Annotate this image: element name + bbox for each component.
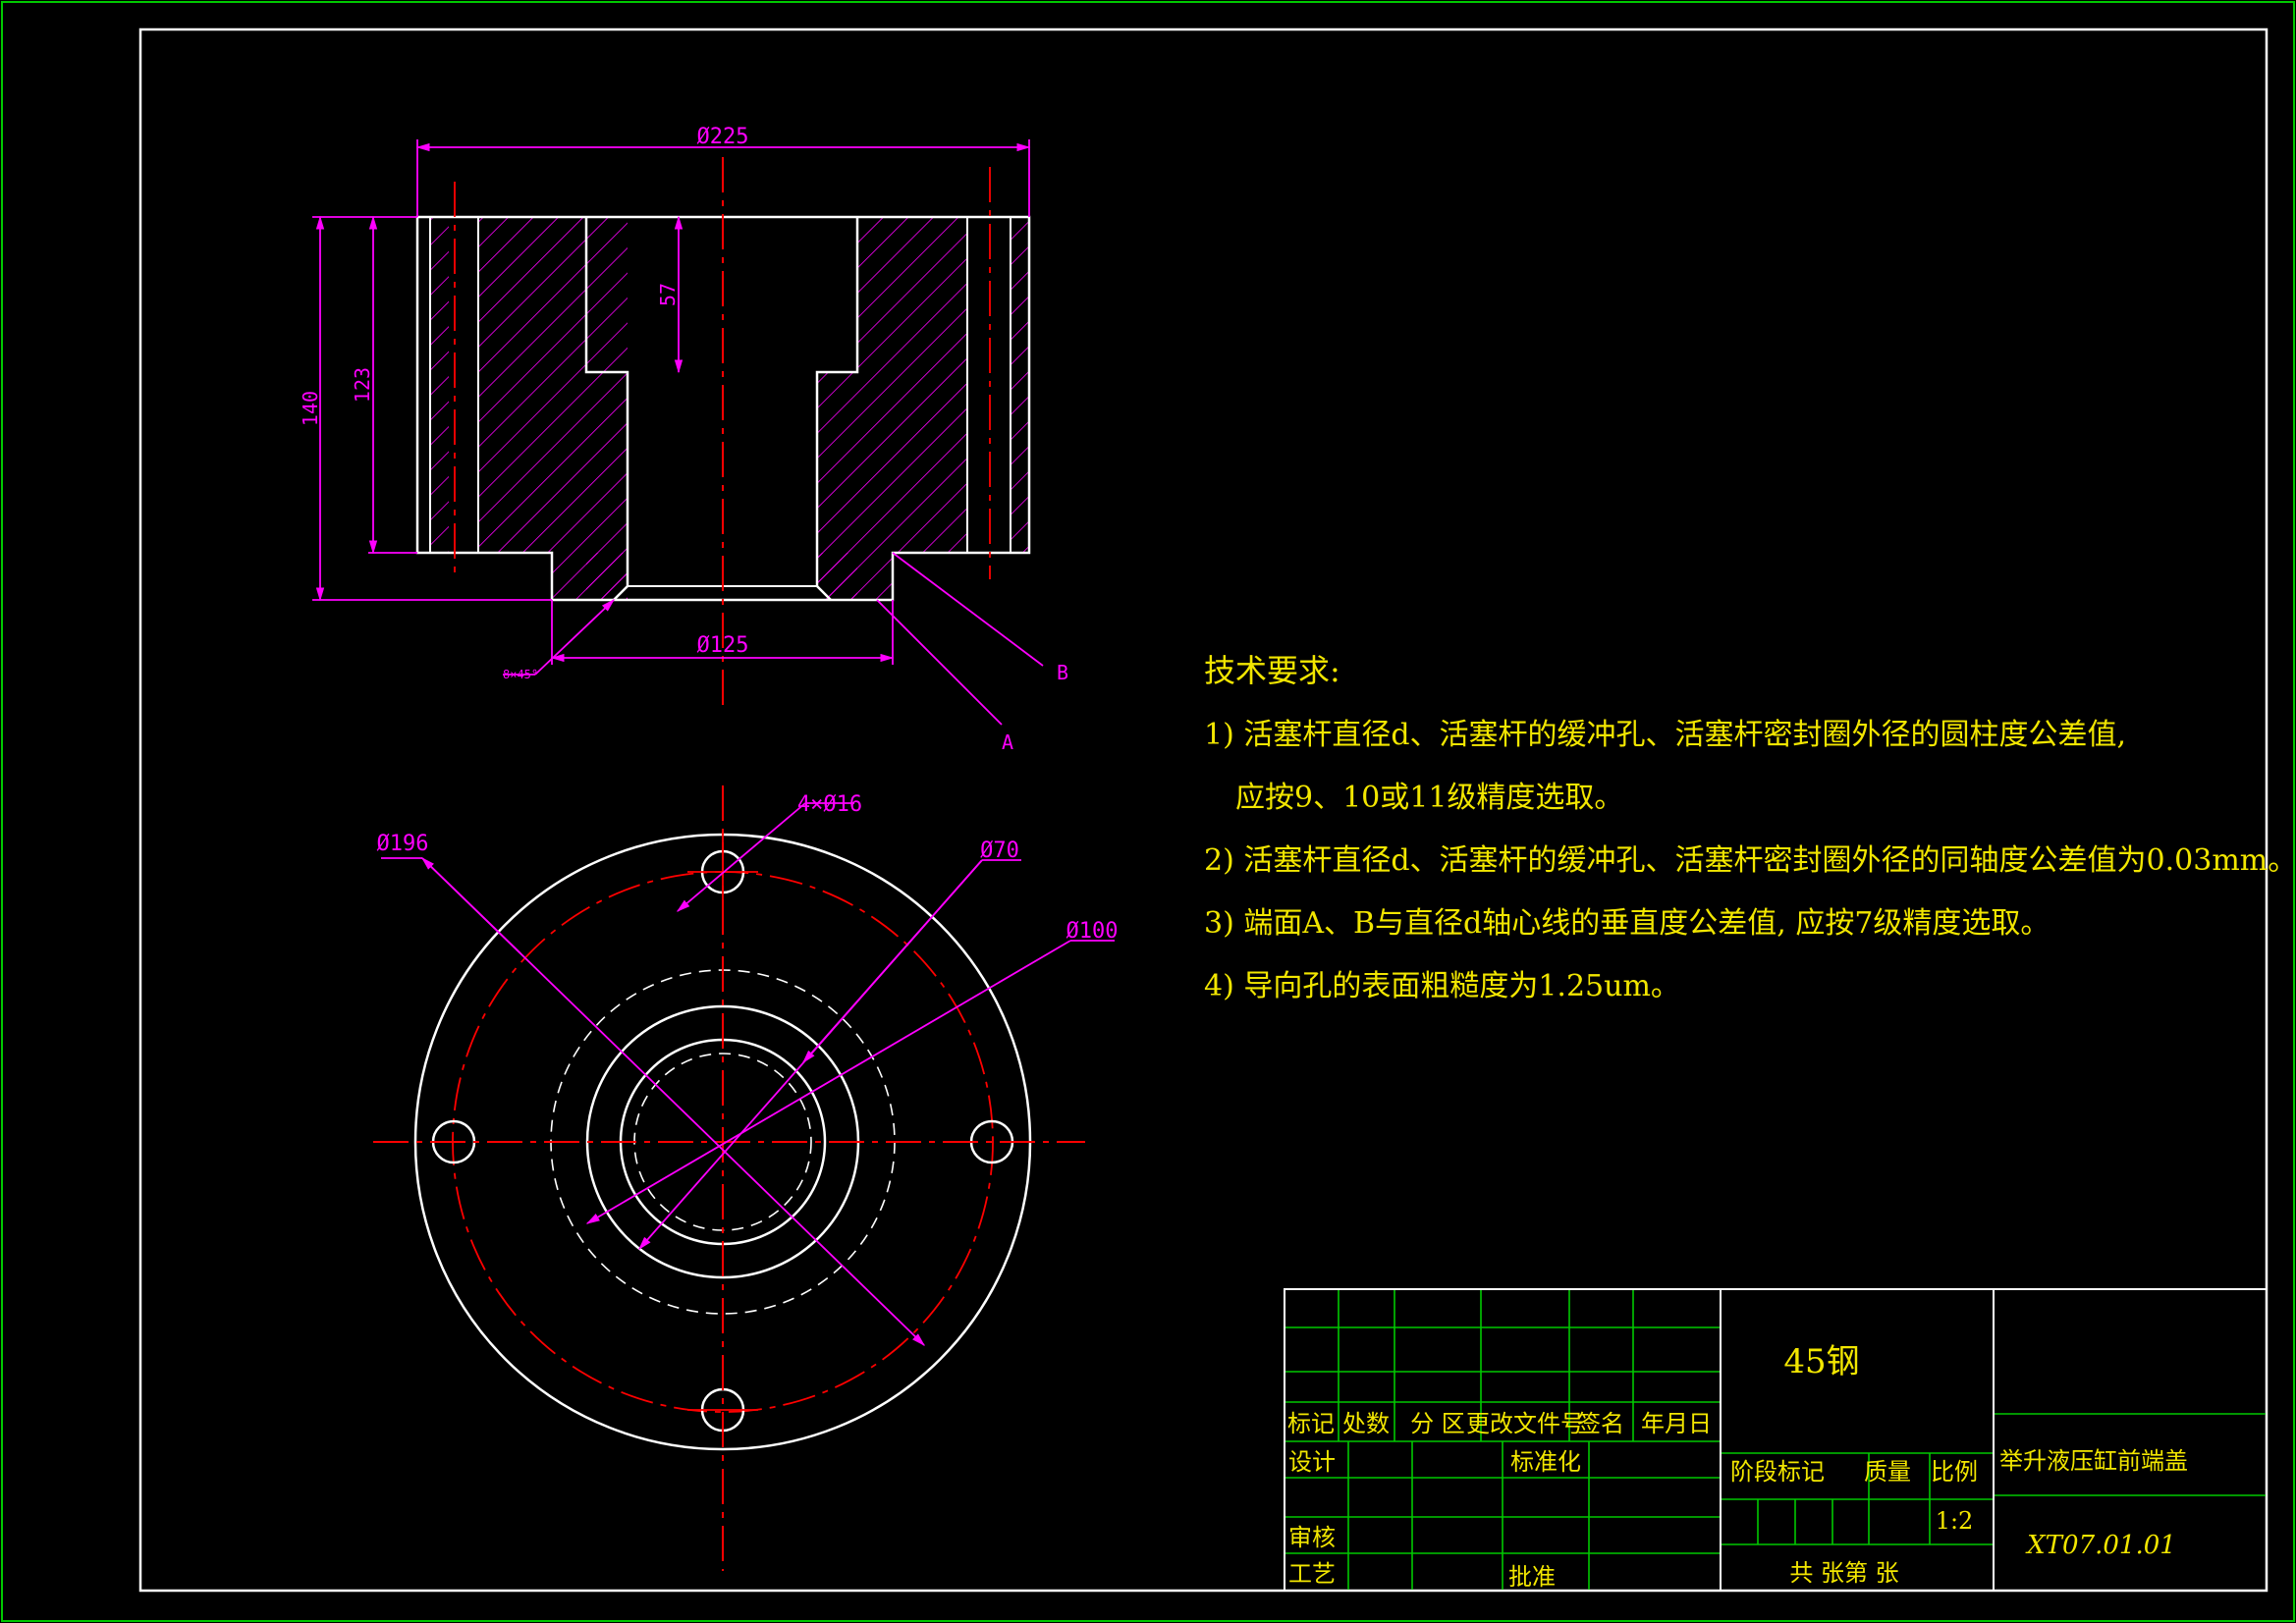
- dim-depth-57: 57: [656, 283, 680, 306]
- col-header: 处数: [1342, 1410, 1390, 1437]
- dim-diameter-70: Ø70: [980, 839, 1019, 863]
- dimension-lines: [312, 139, 1044, 726]
- col-header: 分 区: [1410, 1410, 1465, 1437]
- bore-left: [584, 217, 629, 601]
- tech-item: 应按9、10或11级精度选取。: [1235, 781, 1623, 815]
- process-label: 工艺: [1288, 1560, 1336, 1588]
- ratio-label: 比例: [1931, 1458, 1978, 1486]
- dim-height-123: 123: [351, 367, 374, 403]
- surface-label-b: B: [1057, 661, 1068, 684]
- bore-right: [815, 217, 859, 601]
- drawing-frame: [138, 27, 2269, 1593]
- stage-mark-label: 阶段标记: [1730, 1458, 1825, 1486]
- hatch-right-foot: [817, 553, 893, 600]
- tech-title: 技术要求:: [1204, 652, 1340, 689]
- hatch-left-neck: [586, 217, 628, 372]
- material: 45钢: [1783, 1342, 1859, 1381]
- surface-label-a: A: [1002, 730, 1013, 754]
- col-header: 年月日: [1641, 1410, 1712, 1437]
- weight-label: 质量: [1864, 1458, 1911, 1486]
- dim-diameter-125: Ø125: [697, 633, 749, 658]
- col-header: 更改文件号: [1466, 1410, 1584, 1437]
- design-label: 设计: [1288, 1448, 1336, 1476]
- hatch-left-body: [478, 217, 586, 553]
- approve-label: 批准: [1508, 1563, 1556, 1591]
- col-header: 签名: [1577, 1410, 1624, 1437]
- dim-diameter-225: Ø225: [697, 125, 749, 149]
- hatch-left-inner: [586, 372, 628, 600]
- dim-diameter-196: Ø196: [377, 832, 429, 856]
- dim-chamfer: 8×45°: [503, 668, 538, 681]
- standardize-label: 标准化: [1510, 1448, 1581, 1476]
- col-header: 标记: [1287, 1410, 1335, 1437]
- tech-requirements: 技术要求: 1) 活塞杆直径d、活塞杆的缓冲孔、活塞杆密封圈外径的圆柱度公差值,…: [1204, 652, 2296, 1003]
- hatch-right-body: [857, 217, 967, 553]
- part-name: 举升液压缸前端盖: [1999, 1447, 2188, 1475]
- dim-height-140: 140: [299, 391, 322, 426]
- title-block: 标记 处数 分 区 更改文件号 签名 年月日 设计 标准化 审核 工艺 批准 4…: [1284, 1288, 2268, 1592]
- section-view: Ø225 140 123 57 Ø125 8×45° B A: [299, 125, 1068, 754]
- tech-item: 1) 活塞杆直径d、活塞杆的缓冲孔、活塞杆密封圈外径的圆柱度公差值,: [1204, 718, 2126, 752]
- hatch-left-rim: [430, 217, 449, 553]
- tech-item: 3) 端面A、B与直径d轴心线的垂直度公差值, 应按7级精度选取。: [1204, 906, 2050, 941]
- scale-value: 1:2: [1936, 1507, 1974, 1535]
- dimension-lines: [381, 802, 1115, 1346]
- drawing-number: XT07.01.01: [2025, 1531, 2176, 1560]
- tech-item: 2) 活塞杆直径d、活塞杆的缓冲孔、活塞杆密封圈外径的同轴度公差值为0.03mm…: [1204, 843, 2296, 878]
- dim-diameter-100: Ø100: [1066, 919, 1119, 944]
- top-view: Ø196 4×Ø16 Ø70 Ø100: [373, 785, 1118, 1571]
- hatch-right-rim: [1011, 217, 1029, 553]
- review-label: 审核: [1288, 1524, 1336, 1551]
- sheets-label: 共 张第 张: [1789, 1559, 1898, 1587]
- dim-holes: 4×Ø16: [797, 792, 862, 817]
- tech-item: 4) 导向孔的表面粗糙度为1.25um。: [1204, 969, 1680, 1003]
